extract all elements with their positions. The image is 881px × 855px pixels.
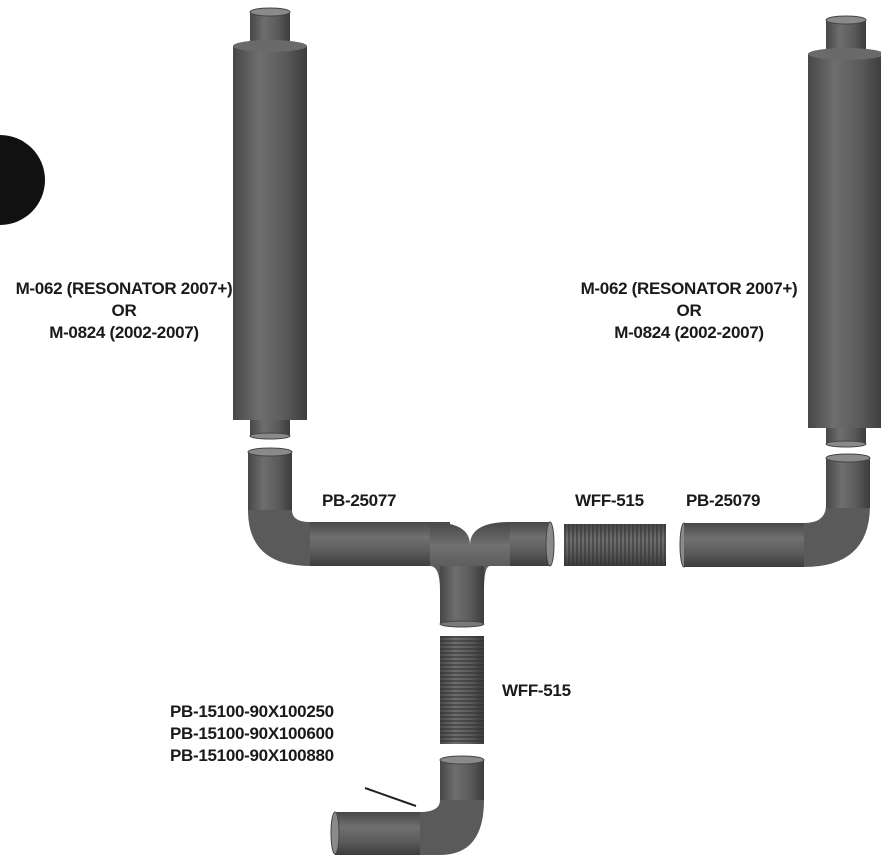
bottom-elbow-option-2: PB-15100-90X100600 [170,723,334,745]
bottom-elbow-option-3: PB-15100-90X100880 [170,745,334,767]
flex-pipe-bottom [440,636,484,744]
tee-pipe-label: PB-25077 [322,490,396,512]
bottom-elbow-label: PB-15100-90X100250 PB-15100-90X100600 PB… [170,701,334,767]
leader-line [365,788,416,806]
right-muffler-line2: OR [573,300,805,322]
right-muffler [808,16,881,447]
edge-circle-shape [0,135,45,225]
right-muffler-line1: M-062 (RESONATOR 2007+) [573,278,805,300]
bottom-elbow-option-1: PB-15100-90X100250 [170,701,334,723]
left-muffler-line1: M-062 (RESONATOR 2007+) [8,278,240,300]
right-elbow-label: PB-25079 [686,490,760,512]
flex-bottom-label: WFF-515 [502,680,571,702]
right-muffler-label: M-062 (RESONATOR 2007+) OR M-0824 (2002-… [573,278,805,344]
left-muffler-line2: OR [8,300,240,322]
bottom-elbow [331,756,484,855]
flex-pipe-top [564,524,666,566]
left-muffler-line3: M-0824 (2002-2007) [8,322,240,344]
tee-pipe [248,448,554,627]
left-muffler-label: M-062 (RESONATOR 2007+) OR M-0824 (2002-… [8,278,240,344]
right-muffler-line3: M-0824 (2002-2007) [573,322,805,344]
left-muffler [233,8,307,439]
flex-top-label: WFF-515 [575,490,644,512]
